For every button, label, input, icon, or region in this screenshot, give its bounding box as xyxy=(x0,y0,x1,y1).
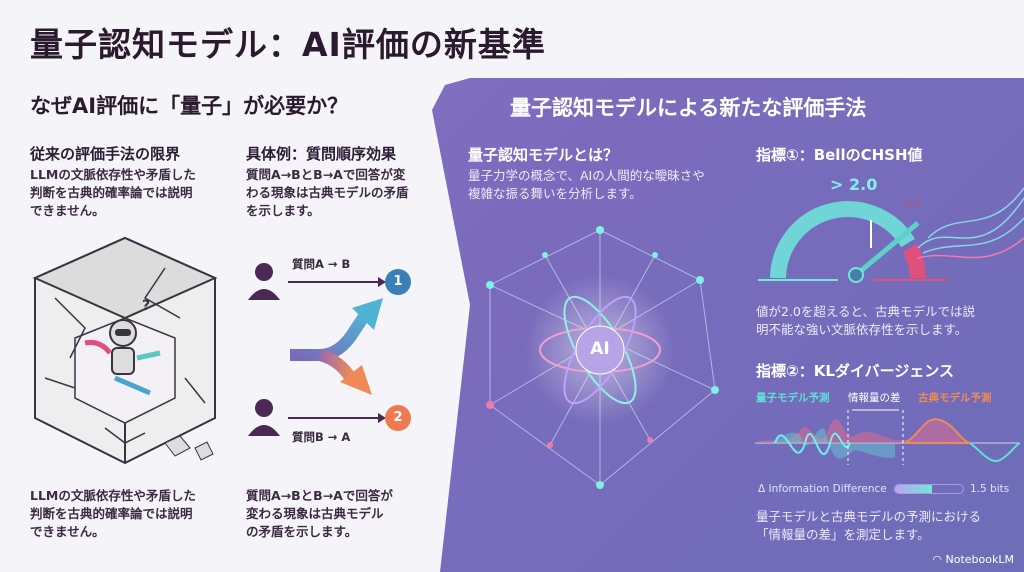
user-icon xyxy=(248,263,280,300)
caption-line: できません。 xyxy=(30,524,105,539)
kl-line: 「情報量の差」を測定します。 xyxy=(756,527,930,542)
order-effect-diagram xyxy=(248,263,411,436)
what-title: 量子認知モデルとは？ xyxy=(468,146,619,164)
kl-title: 指標②：KLダイバージェンス xyxy=(756,362,954,380)
diff-legend: 情報量の差 xyxy=(848,392,901,404)
bell-title: 指標①：BellのCHSH値 xyxy=(756,146,923,164)
quantum-legend: 量子モデル予測 xyxy=(756,392,830,404)
gauge-label: > 2.0 xyxy=(830,175,878,194)
kl-wave-chart xyxy=(755,409,1020,465)
caption-line: 変わる現象は古典モデル xyxy=(246,506,384,521)
caption-line: LLMの文脈依存性や矛盾した xyxy=(30,488,196,503)
answer-1-badge: 1 xyxy=(393,274,403,289)
left-heading: なぜAI評価に「量子」が必要か？ xyxy=(30,94,349,118)
limits-line: 判断を古典的確率論では説明 xyxy=(30,185,193,200)
info-diff-bar xyxy=(894,484,964,494)
notebooklm-icon: ◠ xyxy=(932,553,946,566)
answer-2-badge: 2 xyxy=(393,410,403,425)
bell-line: 明不能な強い文脈依存性を示します。 xyxy=(756,322,968,337)
limits-title: 従来の評価手法の限界 xyxy=(30,145,181,163)
question-mark: ? xyxy=(142,298,150,314)
quantum-network-illustration xyxy=(486,226,719,489)
info-diff-value: 1.5 bits xyxy=(970,483,1010,495)
example-line: を示します。 xyxy=(246,203,320,218)
example-line: わる現象は古典モデルの矛盾 xyxy=(246,185,409,200)
example-title: 具体例：質問順序効果 xyxy=(246,145,397,163)
caption-line: 質問A→BとB→Aで回答が xyxy=(246,488,393,503)
ai-core-label: AI xyxy=(590,339,610,359)
bell-line: 値が2.0を超えると、古典モデルでは説 xyxy=(756,304,976,319)
caption-line: の矛盾を示します。 xyxy=(246,524,358,539)
classical-legend: 古典モデル予測 xyxy=(918,392,992,404)
example-line: 質問A→BとB→Aで回答が変 xyxy=(246,167,406,182)
brand-text: NotebookLM xyxy=(945,553,1014,566)
right-heading: 量子認知モデルによる新たな評価手法 xyxy=(510,96,867,120)
page-title: 量子認知モデル：AI評価の新基準 xyxy=(30,25,546,64)
what-line: 量子力学の概念で、AIの人間的な曖昧さや xyxy=(468,168,705,183)
caption-line: 判断を古典的確率論では説明 xyxy=(30,506,193,521)
what-line: 複雑な振る舞いを分析します。 xyxy=(468,186,642,201)
cracked-cube-illustration: ? xyxy=(32,236,218,465)
info-diff-bar-fill xyxy=(895,485,933,493)
limits-line: できません。 xyxy=(30,203,105,218)
gauge-threshold: 2.0 xyxy=(905,198,921,209)
chsh-gauge xyxy=(758,187,1024,283)
user-icon xyxy=(248,399,280,436)
brand-label: ◠ NotebookLM xyxy=(932,553,1014,566)
question-ab-label: 質問A → B xyxy=(292,257,351,271)
limits-line: LLMの文脈依存性や矛盾した xyxy=(30,167,196,182)
info-diff-label: Δ Information Difference xyxy=(758,483,887,495)
kl-line: 量子モデルと古典モデルの予測における xyxy=(756,509,982,524)
gauge-needle xyxy=(854,221,920,277)
question-ba-label: 質問B → A xyxy=(292,430,351,444)
